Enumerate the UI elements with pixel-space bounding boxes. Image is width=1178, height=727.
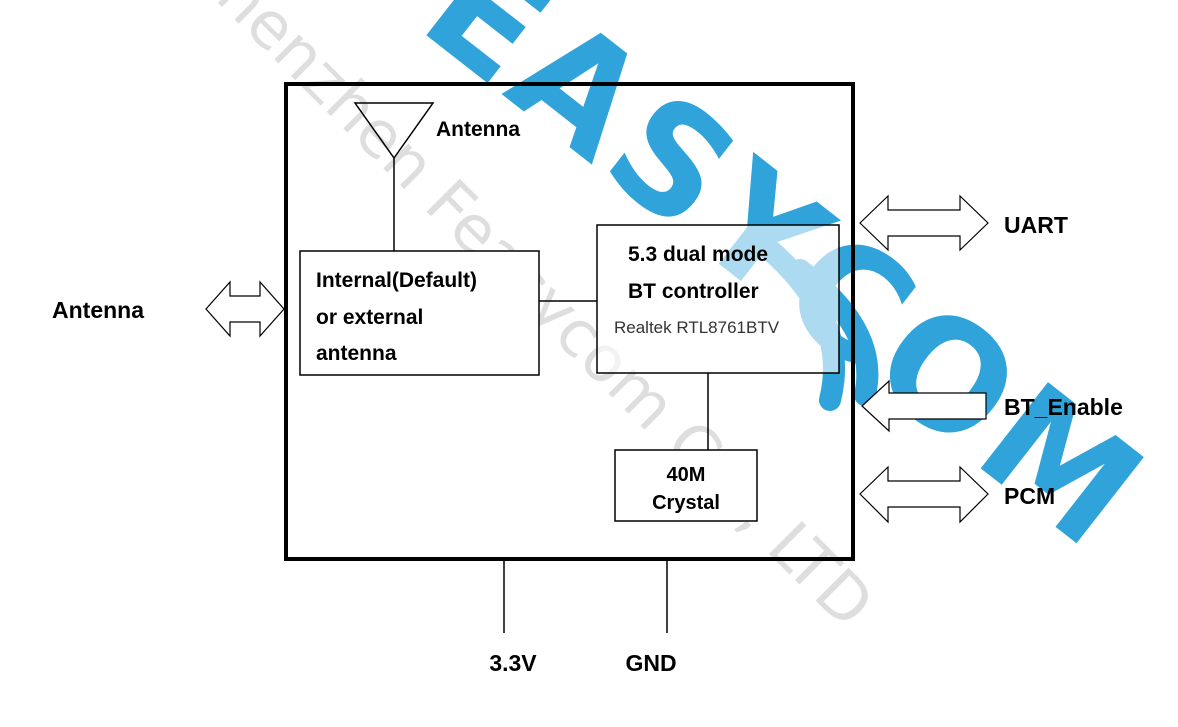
antenna-block-line-3: antenna [316, 342, 397, 365]
gnd-label: GND [625, 650, 676, 676]
antenna-interface-arrow [205, 280, 285, 338]
controller-line-1: 5.3 dual mode [628, 243, 768, 266]
vcc-label: 3.3V [489, 650, 537, 676]
antenna-symbol-label: Antenna [436, 118, 520, 141]
crystal-block [614, 449, 758, 522]
uart-label: UART [1004, 212, 1068, 238]
controller-block [596, 224, 840, 374]
crystal-line-1: 40M [667, 464, 706, 486]
bt-enable-arrow [861, 379, 987, 433]
antenna-icon [353, 102, 435, 251]
antenna-block [299, 250, 540, 376]
crystal-line-2: Crystal [652, 492, 720, 514]
module-outline [284, 82, 855, 561]
antenna-block-line-2: or external [316, 306, 423, 329]
bt-enable-label: BT_Enable [1004, 394, 1123, 420]
antenna-interface-label: Antenna [52, 297, 144, 323]
pcm-label: PCM [1004, 483, 1055, 509]
controller-line-2: BT controller [628, 280, 759, 303]
antenna-block-line-1: Internal(Default) [316, 269, 477, 292]
uart-arrow [859, 194, 989, 252]
controller-chip-name: Realtek RTL8761BTV [614, 318, 780, 337]
pcm-arrow [859, 465, 989, 524]
